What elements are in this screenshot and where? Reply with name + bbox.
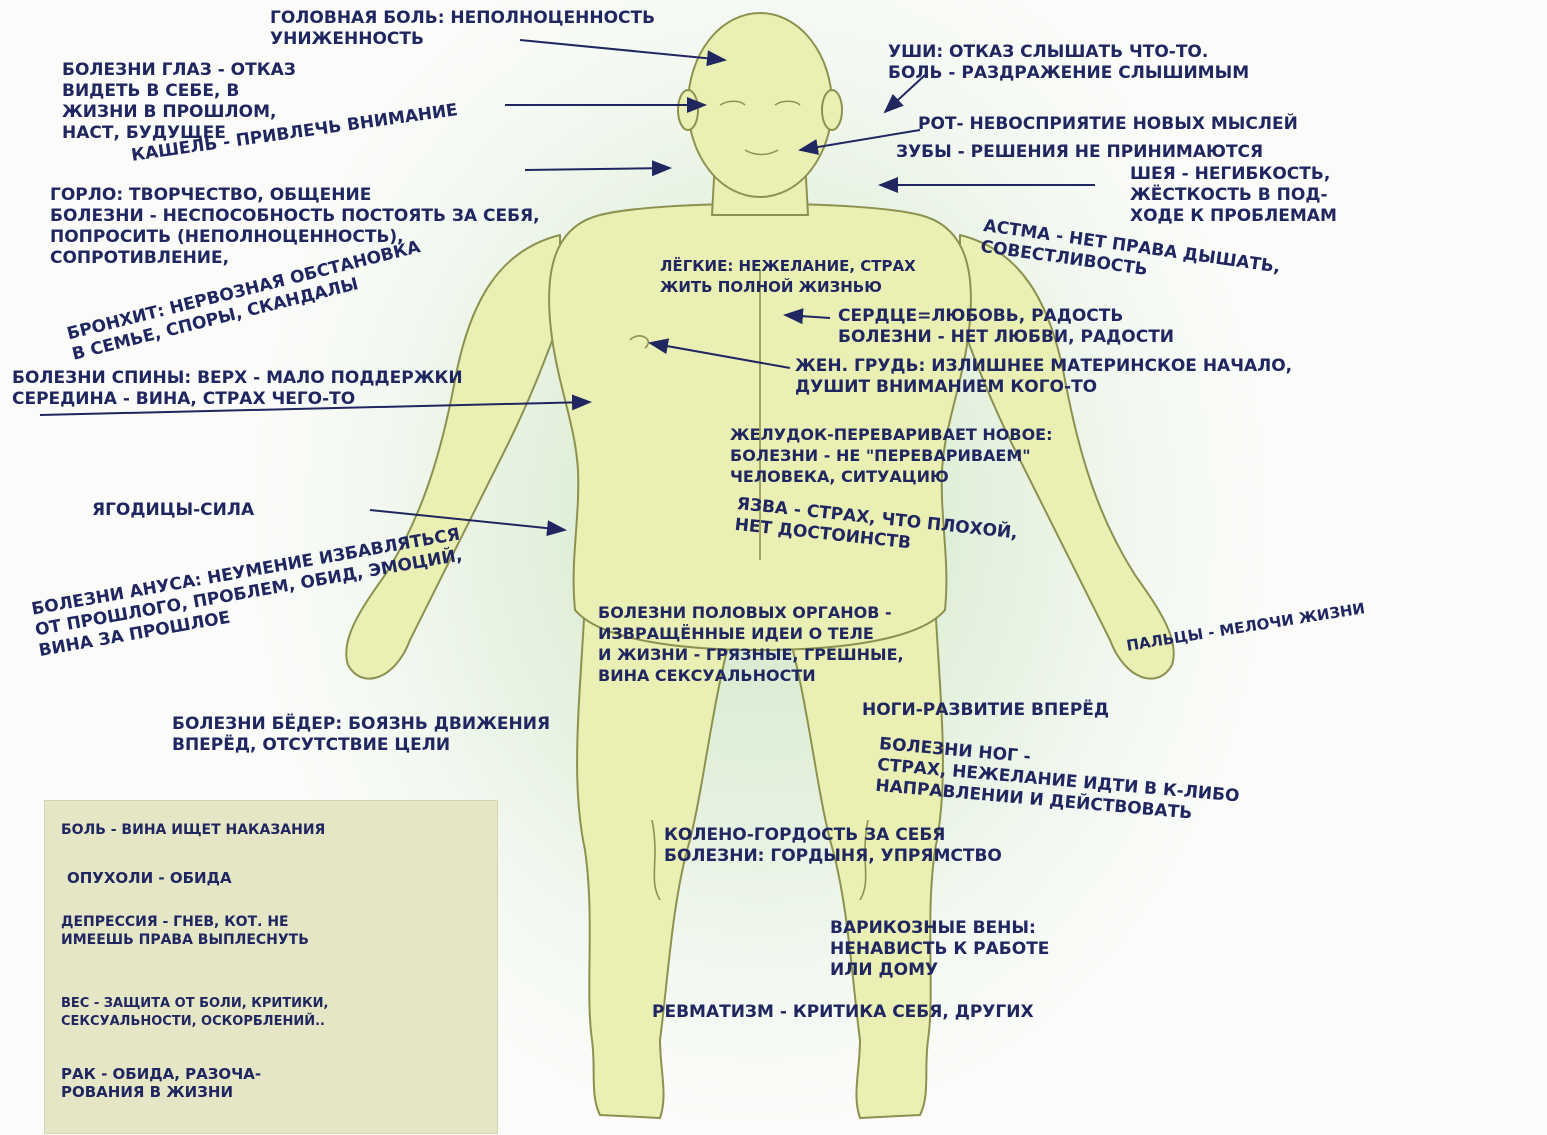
legend-line: ВЕС - ЗАЩИТА ОТ БОЛИ, КРИТИКИ, — [61, 995, 328, 1013]
legend-item-pain: БОЛЬ - ВИНА ИЩЕТ НАКАЗАНИЯ — [61, 821, 325, 839]
legend-line: ОПУХОЛИ - ОБИДА — [67, 869, 232, 887]
legend-line: ИМЕЕШЬ ПРАВА ВЫПЛЕСНУТЬ — [61, 931, 309, 949]
label-line: ЗУБЫ - РЕШЕНИЯ НЕ ПРИНИМАЮТСЯ — [896, 142, 1263, 163]
legend-item-tumors: ОПУХОЛИ - ОБИДА — [67, 869, 232, 887]
label-genitals: БОЛЕЗНИ ПОЛОВЫХ ОРГАНОВ - ИЗВРАЩЁННЫЕ ИД… — [598, 602, 904, 686]
label-line: ЛЁГКИЕ: НЕЖЕЛАНИЕ, СТРАХ — [660, 256, 916, 277]
label-breast: ЖЕН. ГРУДЬ: ИЗЛИШНЕЕ МАТЕРИНСКОЕ НАЧАЛО,… — [795, 356, 1292, 398]
label-line: КОЛЕНО-ГОРДОСТЬ ЗА СЕБЯ — [664, 825, 1002, 846]
label-line: СОПРОТИВЛЕНИЕ, — [50, 248, 540, 269]
label-line: УШИ: ОТКАЗ СЛЫШАТЬ ЧТО-ТО. — [888, 42, 1249, 63]
legend-line: БОЛЬ - ВИНА ИЩЕТ НАКАЗАНИЯ — [61, 821, 325, 839]
label-line: ШЕЯ - НЕГИБКОСТЬ, — [1130, 164, 1337, 185]
legend-line: ДЕПРЕССИЯ - ГНЕВ, КОТ. НЕ — [61, 913, 309, 931]
label-line: ХОДЕ К ПРОБЛЕМАМ — [1130, 206, 1337, 227]
label-line: ЖЁСТКОСТЬ В ПОД- — [1130, 185, 1337, 206]
label-line: ИЗВРАЩЁННЫЕ ИДЕИ О ТЕЛЕ — [598, 623, 904, 644]
label-line: СЕРДЦЕ=ЛЮБОВЬ, РАДОСТЬ — [838, 306, 1174, 327]
label-rheumatism: РЕВМАТИЗМ - КРИТИКА СЕБЯ, ДРУГИХ — [652, 1002, 1034, 1023]
label-line: ДУШИТ ВНИМАНИЕМ КОГО-ТО — [795, 377, 1292, 398]
label-legs: НОГИ-РАЗВИТИЕ ВПЕРЁД — [862, 700, 1109, 721]
label-line: БОЛЕЗНИ БЁДЕР: БОЯЗНЬ ДВИЖЕНИЯ — [172, 714, 550, 735]
label-line: ИЛИ ДОМУ — [830, 960, 1049, 981]
label-line: ВИДЕТЬ В СЕБЕ, В — [62, 81, 296, 102]
label-varicose: ВАРИКОЗНЫЕ ВЕНЫ: НЕНАВИСТЬ К РАБОТЕ ИЛИ … — [830, 918, 1049, 981]
legend-line: СЕКСУАЛЬНОСТИ, ОСКОРБЛЕНИЙ.. — [61, 1013, 328, 1031]
label-hips: БОЛЕЗНИ БЁДЕР: БОЯЗНЬ ДВИЖЕНИЯ ВПЕРЁД, О… — [172, 714, 550, 756]
label-lungs: ЛЁГКИЕ: НЕЖЕЛАНИЕ, СТРАХ ЖИТЬ ПОЛНОЙ ЖИЗ… — [660, 256, 916, 298]
label-neck: ШЕЯ - НЕГИБКОСТЬ, ЖЁСТКОСТЬ В ПОД- ХОДЕ … — [1130, 164, 1337, 227]
label-line: ЖИТЬ ПОЛНОЙ ЖИЗНЬЮ — [660, 277, 916, 298]
label-line: БОЛЕЗНИ ГЛАЗ - ОТКАЗ — [62, 60, 296, 81]
label-head: ГОЛОВНАЯ БОЛЬ: НЕПОЛНОЦЕННОСТЬ УНИЖЕННОС… — [270, 8, 655, 50]
legend-item-depression: ДЕПРЕССИЯ - ГНЕВ, КОТ. НЕ ИМЕЕШЬ ПРАВА В… — [61, 913, 309, 949]
label-teeth: ЗУБЫ - РЕШЕНИЯ НЕ ПРИНИМАЮТСЯ — [896, 142, 1263, 163]
label-line: ЖЕЛУДОК-ПЕРЕВАРИВАЕТ НОВОЕ: — [730, 424, 1053, 445]
legend-line: РАК - ОБИДА, РАЗОЧА- — [61, 1065, 261, 1083]
label-line: РЕВМАТИЗМ - КРИТИКА СЕБЯ, ДРУГИХ — [652, 1002, 1034, 1023]
label-line: БОЛЕЗНИ - НЕТ ЛЮБВИ, РАДОСТИ — [838, 327, 1174, 348]
label-line: БОЛЕЗНИ СПИНЫ: ВЕРХ - МАЛО ПОДДЕРЖКИ — [12, 368, 463, 389]
label-line: ГОРЛО: ТВОРЧЕСТВО, ОБЩЕНИЕ — [50, 185, 540, 206]
label-line: УНИЖЕННОСТЬ — [270, 29, 655, 50]
label-line: ЖЕН. ГРУДЬ: ИЗЛИШНЕЕ МАТЕРИНСКОЕ НАЧАЛО, — [795, 356, 1292, 377]
label-line: ПОПРОСИТЬ (НЕПОЛНОЦЕННОСТЬ), — [50, 227, 540, 248]
label-line: ЯГОДИЦЫ-СИЛА — [92, 500, 254, 521]
label-line: НЕНАВИСТЬ К РАБОТЕ — [830, 939, 1049, 960]
label-buttocks: ЯГОДИЦЫ-СИЛА — [92, 500, 254, 521]
label-knee: КОЛЕНО-ГОРДОСТЬ ЗА СЕБЯ БОЛЕЗНИ: ГОРДЫНЯ… — [664, 825, 1002, 867]
legend-item-cancer: РАК - ОБИДА, РАЗОЧА- РОВАНИЯ В ЖИЗНИ — [61, 1065, 261, 1101]
legend-box: БОЛЬ - ВИНА ИЩЕТ НАКАЗАНИЯ ОПУХОЛИ - ОБИ… — [44, 800, 498, 1134]
label-mouth: РОТ- НЕВОСПРИЯТИЕ НОВЫХ МЫСЛЕЙ — [918, 114, 1298, 135]
label-line: ВАРИКОЗНЫЕ ВЕНЫ: — [830, 918, 1049, 939]
legend-item-weight: ВЕС - ЗАЩИТА ОТ БОЛИ, КРИТИКИ, СЕКСУАЛЬН… — [61, 995, 328, 1031]
label-line: РОТ- НЕВОСПРИЯТИЕ НОВЫХ МЫСЛЕЙ — [918, 114, 1298, 135]
label-heart: СЕРДЦЕ=ЛЮБОВЬ, РАДОСТЬ БОЛЕЗНИ - НЕТ ЛЮБ… — [838, 306, 1174, 348]
label-line: БОЛЕЗНИ - НЕСПОСОБНОСТЬ ПОСТОЯТЬ ЗА СЕБЯ… — [50, 206, 540, 227]
label-line: СЕРЕДИНА - ВИНА, СТРАХ ЧЕГО-ТО — [12, 389, 463, 410]
label-throat: ГОРЛО: ТВОРЧЕСТВО, ОБЩЕНИЕ БОЛЕЗНИ - НЕС… — [50, 185, 540, 269]
label-line: ВИНА СЕКСУАЛЬНОСТИ — [598, 665, 904, 686]
label-line: БОЛЬ - РАЗДРАЖЕНИЕ СЛЫШИМЫМ — [888, 63, 1249, 84]
label-line: И ЖИЗНИ - ГРЯЗНЫЕ, ГРЕШНЫЕ, — [598, 644, 904, 665]
label-line: БОЛЕЗНИ - НЕ "ПЕРЕВАРИВАЕМ" — [730, 445, 1053, 466]
label-back: БОЛЕЗНИ СПИНЫ: ВЕРХ - МАЛО ПОДДЕРЖКИ СЕР… — [12, 368, 463, 410]
label-ears: УШИ: ОТКАЗ СЛЫШАТЬ ЧТО-ТО. БОЛЬ - РАЗДРА… — [888, 42, 1249, 84]
label-line: ЧЕЛОВЕКА, СИТУАЦИЮ — [730, 466, 1053, 487]
label-line: НОГИ-РАЗВИТИЕ ВПЕРЁД — [862, 700, 1109, 721]
label-line: БОЛЕЗНИ: ГОРДЫНЯ, УПРЯМСТВО — [664, 846, 1002, 867]
label-line: ВПЕРЁД, ОТСУТСТВИЕ ЦЕЛИ — [172, 735, 550, 756]
label-line: ГОЛОВНАЯ БОЛЬ: НЕПОЛНОЦЕННОСТЬ — [270, 8, 655, 29]
label-stomach: ЖЕЛУДОК-ПЕРЕВАРИВАЕТ НОВОЕ: БОЛЕЗНИ - НЕ… — [730, 424, 1053, 487]
legend-line: РОВАНИЯ В ЖИЗНИ — [61, 1083, 261, 1101]
label-line: БОЛЕЗНИ ПОЛОВЫХ ОРГАНОВ - — [598, 602, 904, 623]
label-line: ЖИЗНИ В ПРОШЛОМ, — [62, 102, 296, 123]
